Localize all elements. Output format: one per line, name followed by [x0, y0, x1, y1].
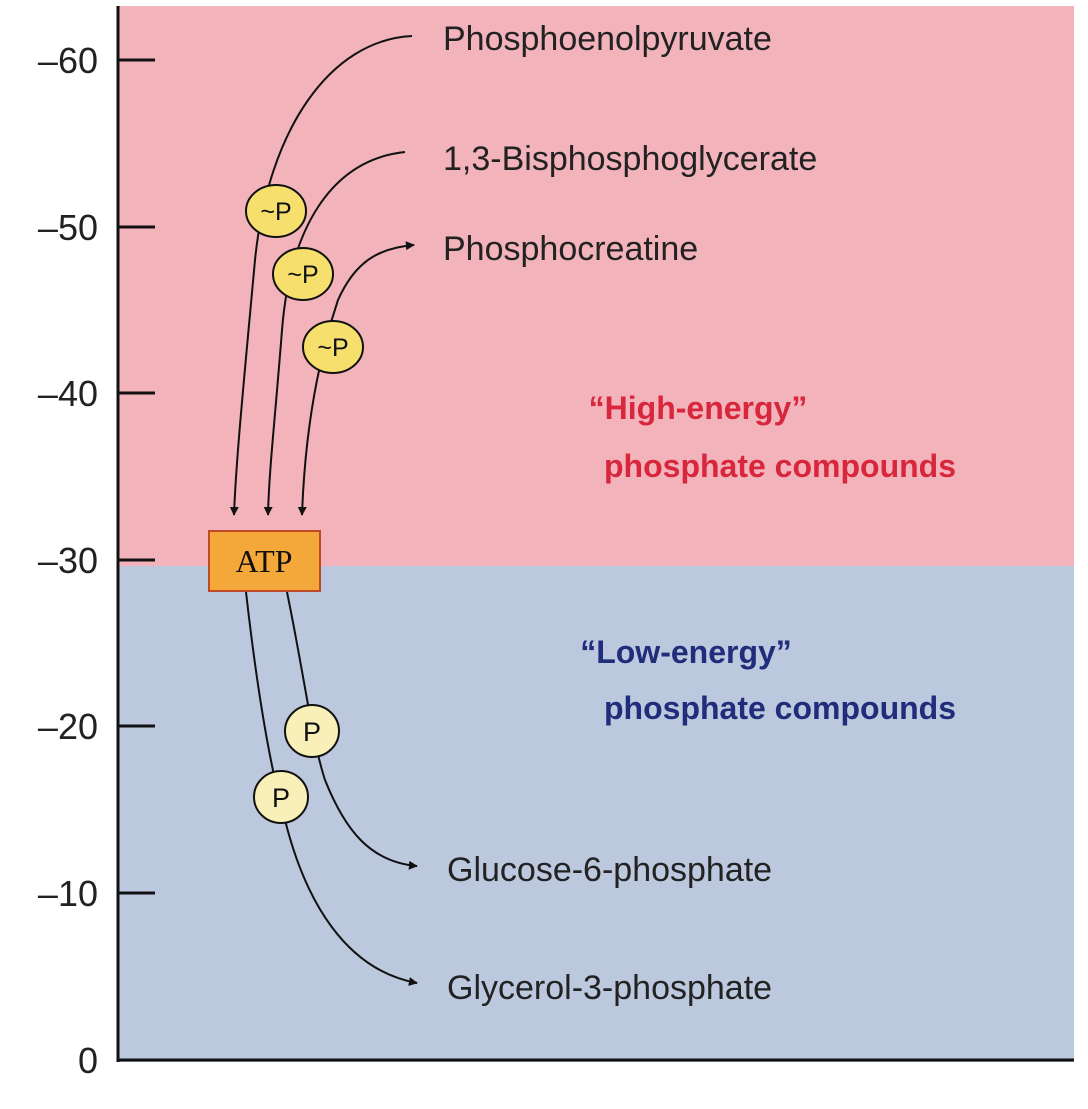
- tick-label: 0: [78, 1040, 98, 1081]
- phosphate-badge-shape: [302, 320, 364, 374]
- low-energy-label-line1: “Low-energy”: [580, 634, 792, 670]
- tick-label: –40: [38, 373, 98, 414]
- compound-label-glucose-6-phosphate: Glucose-6-phosphate: [447, 851, 772, 889]
- tick-label: –60: [38, 40, 98, 81]
- high-phosphate-badge: ~P: [245, 184, 307, 238]
- tick-label: –20: [38, 706, 98, 747]
- high-phosphate-badge: ~P: [302, 320, 364, 374]
- atp-box-shape: [208, 530, 321, 592]
- atp-box: ATP: [208, 530, 321, 592]
- phosphate-badge-shape: [284, 704, 340, 758]
- bpg-to-atp-arrow: [263, 151, 406, 516]
- high-energy-label: “High-energy” phosphate compounds: [589, 390, 956, 484]
- phosphate-badge-shape: [245, 184, 307, 238]
- compound-label-phosphoenolpyruvate: Phosphoenolpyruvate: [443, 20, 772, 58]
- phosphate-badge-label: ~P: [317, 334, 348, 362]
- compound-label-glycerol-3-phosphate: Glycerol-3-phosphate: [447, 969, 772, 1007]
- low-phosphate-badge: P: [284, 704, 340, 758]
- tick-label: –50: [38, 207, 98, 248]
- phosphate-badge-shape: [253, 770, 309, 824]
- low-energy-label: “Low-energy” phosphate compounds: [580, 634, 956, 726]
- phosphate-badge-label: ~P: [260, 198, 291, 226]
- pep-to-atp-arrow: [229, 35, 413, 516]
- low-phosphate-badge: P: [253, 770, 309, 824]
- low-energy-label-line2: phosphate compounds: [604, 690, 956, 726]
- atp-to-g6p-arrow: [286, 591, 418, 870]
- axis-ticks: [118, 58, 1074, 1062]
- atp-label: ATP: [236, 543, 293, 579]
- compound-label-phosphocreatine: Phosphocreatine: [443, 230, 698, 268]
- arrows-to-atp: [229, 35, 415, 516]
- compound-label-bisphosphoglycerate: 1,3-Bisphosphoglycerate: [443, 140, 817, 178]
- tick-label: –10: [38, 873, 98, 914]
- high-phosphate-badge: ~P: [272, 247, 334, 301]
- high-energy-label-line1: “High-energy”: [589, 390, 808, 426]
- phosphate-badge-label: P: [272, 783, 290, 813]
- phosphate-badge-label: ~P: [287, 261, 318, 289]
- axis-tick-labels: –60 –50 –40 –30 –20 –10 0: [38, 40, 98, 1081]
- high-energy-label-line2: phosphate compounds: [604, 448, 956, 484]
- tick-label: –30: [38, 540, 98, 581]
- phosphate-badge-shape: [272, 247, 334, 301]
- atp-to-phosphocreatine-arrow: [297, 241, 415, 516]
- phosphate-badge-label: P: [303, 717, 321, 747]
